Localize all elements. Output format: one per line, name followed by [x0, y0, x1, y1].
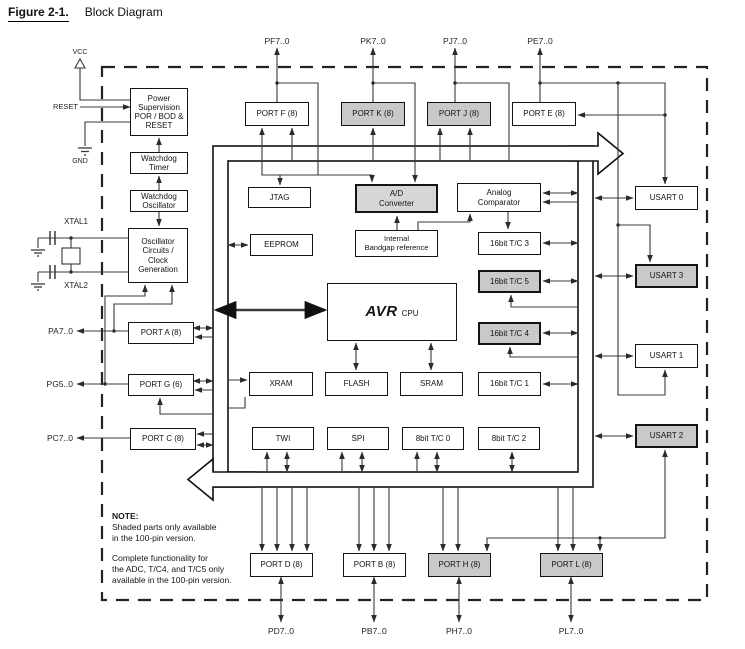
bus-arrow-right-icon: [570, 131, 625, 176]
figure-title: Block Diagram: [84, 5, 163, 19]
block-usart1: USART 1: [635, 344, 698, 368]
block-xram: XRAM: [249, 372, 313, 396]
vcc-label: VCC: [72, 49, 88, 56]
block-sram: SRAM: [400, 372, 463, 396]
block-bandgap: Internal Bandgap reference: [355, 230, 438, 257]
block-16bit-tc1: 16bit T/C 1: [478, 372, 541, 396]
block-oscillator-circuits: Oscillator Circuits / Clock Generation: [128, 228, 188, 283]
pin-label-pl: PL7..0: [558, 626, 584, 636]
block-port-b: PORT B (8): [343, 553, 406, 577]
pin-label-pb: PB7..0: [361, 626, 387, 636]
block-port-a: PORT A (8): [128, 322, 194, 344]
note-line: Shaded parts only available: [112, 522, 217, 533]
note-line: the ADC, T/C4, and T/C5 only: [112, 564, 225, 575]
block-16bit-tc5: 16bit T/C 5: [478, 270, 541, 293]
block-twi: TWI: [252, 427, 314, 450]
note-heading: NOTE:: [112, 511, 139, 521]
block-usart0: USART 0: [635, 186, 698, 210]
xtal1-label: XTAL1: [64, 217, 88, 226]
block-analog-comparator: Analog Comparator: [457, 183, 541, 212]
pin-label-pe: PE7..0: [527, 36, 553, 46]
junction-dots: [69, 81, 667, 540]
block-usart3: USART 3: [635, 264, 698, 288]
block-port-d: PORT D (8): [250, 553, 313, 577]
pin-label-pc: PC7..0: [47, 433, 73, 443]
bus-arrow-left-icon: [186, 457, 255, 502]
figure-caption: Figure 2-1. Block Diagram: [8, 5, 163, 22]
note-block: NOTE: Shaded parts only available in the…: [112, 511, 282, 586]
crystal-oscillator-symbol: [31, 231, 128, 291]
block-8bit-tc2: 8bit T/C 2: [478, 427, 540, 450]
block-spi: SPI: [327, 427, 389, 450]
block-port-f: PORT F (8): [245, 102, 309, 126]
block-eeprom: EEPROM: [250, 234, 313, 256]
xtal2-label: XTAL2: [64, 281, 88, 290]
pin-label-pj: PJ7..0: [442, 36, 468, 46]
reset-label: RESET: [52, 102, 78, 111]
block-power-supervision: Power Supervision POR / BOD & RESET: [130, 88, 188, 136]
block-16bit-tc4: 16bit T/C 4: [478, 322, 541, 345]
pin-label-pf: PF7..0: [264, 36, 290, 46]
block-8bit-tc0: 8bit T/C 0: [402, 427, 464, 450]
block-port-k: PORT K (8): [341, 102, 405, 126]
block-watchdog-oscillator: Watchdog Oscillator: [130, 190, 188, 212]
block-port-l: PORT L (8): [540, 553, 603, 577]
block-usart2: USART 2: [635, 424, 698, 448]
block-flash: FLASH: [325, 372, 388, 396]
pin-label-pd: PD7..0: [268, 626, 294, 636]
block-jtag: JTAG: [248, 187, 311, 208]
gnd-label: GND: [72, 158, 88, 165]
pin-label-pk: PK7..0: [360, 36, 386, 46]
note-line: Complete functionality for: [112, 553, 208, 564]
ground-symbol: [78, 147, 92, 156]
block-port-e: PORT E (8): [512, 102, 576, 126]
pin-label-pg: PG5..0: [46, 379, 73, 389]
block-port-g: PORT G (6): [128, 374, 194, 396]
pin-label-pa: PA7..0: [48, 326, 73, 336]
avr-logo: AVR: [365, 303, 398, 321]
block-watchdog-timer: Watchdog Timer: [130, 152, 188, 174]
signal-lines: [76, 47, 668, 623]
block-port-j: PORT J (8): [427, 102, 491, 126]
vcc-symbol: [74, 57, 86, 69]
block-16bit-tc3: 16bit T/C 3: [478, 232, 541, 255]
block-port-c: PORT C (8): [130, 428, 196, 450]
block-adc: A/D Converter: [355, 184, 438, 213]
block-port-h: PORT H (8): [428, 553, 491, 577]
pin-label-ph: PH7..0: [446, 626, 472, 636]
note-line: available in the 100-pin version.: [112, 575, 232, 586]
note-line: in the 100-pin version.: [112, 533, 196, 544]
chip-boundary-dashed: [100, 65, 709, 602]
figure-label: Figure 2-1.: [8, 5, 69, 22]
